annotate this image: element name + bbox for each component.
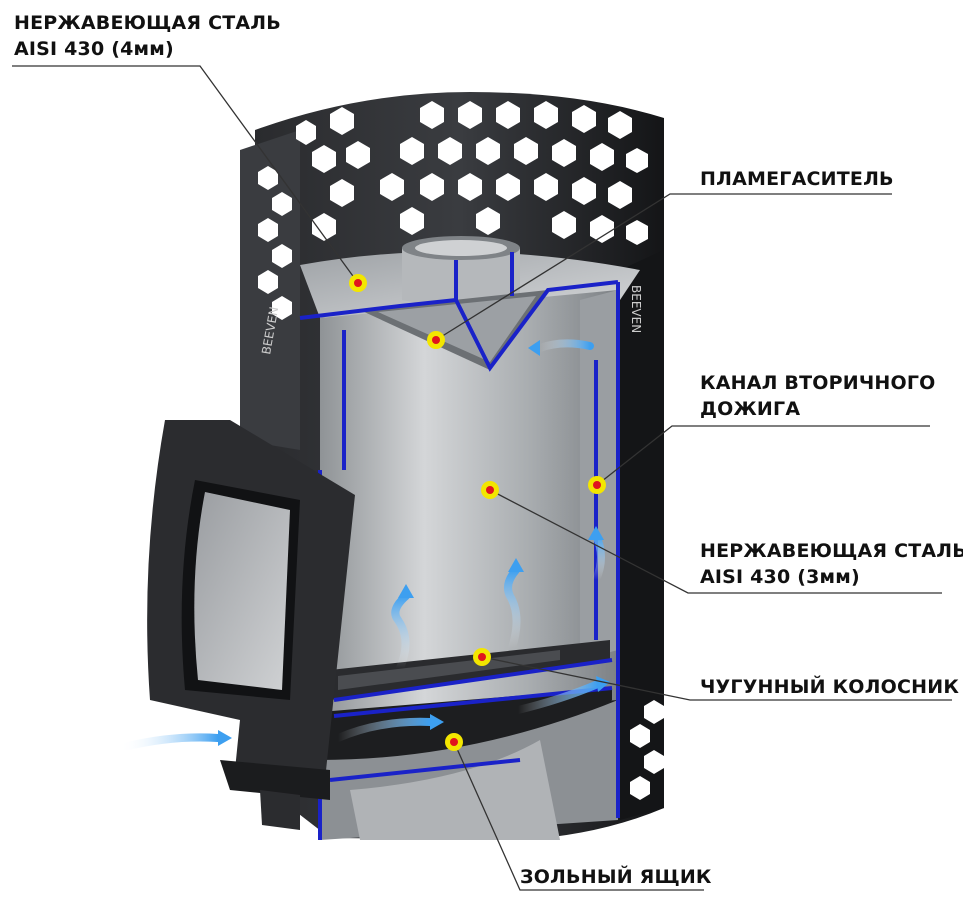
marker-cast-iron-grate xyxy=(473,648,491,666)
label-inner-steel: НЕРЖАВЕЮЩАЯ СТАЛЬ AISI 430 (3мм) xyxy=(700,538,963,590)
label-outer-steel: НЕРЖАВЕЮЩАЯ СТАЛЬ AISI 430 (4мм) xyxy=(14,10,281,62)
arrow-heads xyxy=(218,340,610,746)
label-cast-iron-grate-line1: ЧУГУННЫЙ КОЛОСНИК xyxy=(700,676,960,698)
hex-perforations xyxy=(258,101,664,800)
marker-outer-steel xyxy=(349,274,367,292)
marker-ash-box xyxy=(445,733,463,751)
label-ash-box-line1: ЗОЛЬНЫЙ ЯЩИК xyxy=(520,866,712,888)
callout-markers xyxy=(349,274,606,751)
leader-lines xyxy=(12,65,952,891)
brand-mark-right: BEEVEN xyxy=(629,285,643,333)
label-flame-suppressor-line1: ПЛАМЕГАСИТЕЛЬ xyxy=(700,168,894,190)
marker-inner-steel xyxy=(481,481,499,499)
firebox-door xyxy=(147,420,355,830)
label-cast-iron-grate: ЧУГУННЫЙ КОЛОСНИК xyxy=(700,674,959,700)
label-outer-steel-line1: НЕРЖАВЕЮЩАЯ СТАЛЬ xyxy=(14,12,281,34)
marker-afterburn-channel xyxy=(588,476,606,494)
label-afterburn-channel: КАНАЛ ВТОРИЧНОГО ДОЖИГА xyxy=(700,370,936,422)
label-ash-box: ЗОЛЬНЫЙ ЯЩИК xyxy=(520,864,712,890)
label-afterburn-channel-line1: КАНАЛ ВТОРИЧНОГО xyxy=(700,372,936,394)
label-inner-steel-line1: НЕРЖАВЕЮЩАЯ СТАЛЬ xyxy=(700,540,963,562)
label-flame-suppressor: ПЛАМЕГАСИТЕЛЬ xyxy=(700,166,894,192)
label-afterburn-channel-line2: ДОЖИГА xyxy=(700,398,801,420)
label-inner-steel-line2: AISI 430 (3мм) xyxy=(700,566,860,588)
label-outer-steel-line2: AISI 430 (4мм) xyxy=(14,38,174,60)
marker-flame-suppressor xyxy=(427,331,445,349)
